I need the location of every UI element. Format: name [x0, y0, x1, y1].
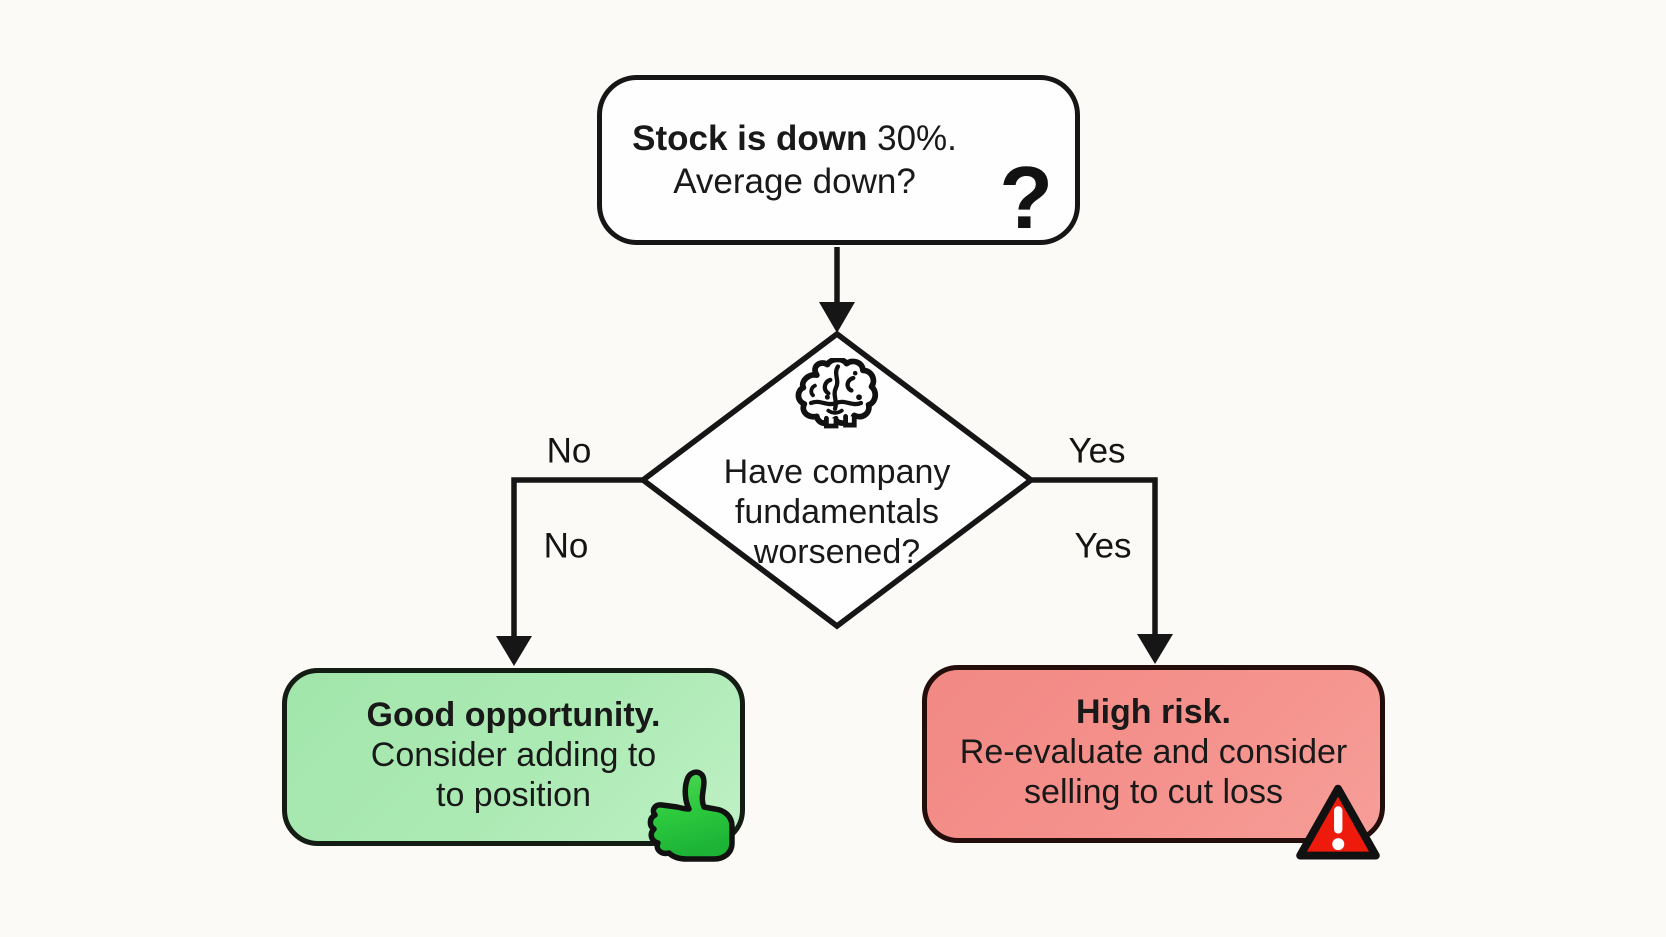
- label-yes-lower: Yes: [1074, 526, 1132, 566]
- question-mark-icon: ?: [999, 148, 1053, 247]
- start-node-line1-bold: Stock is down: [632, 119, 868, 158]
- high-risk-node: High risk. Re-evaluate and consider sell…: [922, 665, 1385, 843]
- start-node: Stock is down 30%. Average down? ?: [597, 75, 1080, 245]
- good-node-line2: Consider adding to: [370, 736, 657, 774]
- decision-line1: Have company: [723, 453, 951, 491]
- risk-node-title: High risk.: [1076, 693, 1231, 731]
- decision-line3: worsened?: [753, 533, 921, 571]
- good-node-line3: to position: [436, 776, 591, 814]
- label-yes-upper: Yes: [1068, 431, 1126, 471]
- decision-line2: fundamentals: [734, 493, 940, 531]
- arrow-yes-branch: [1031, 477, 1173, 664]
- risk-node-line3: selling to cut loss: [1024, 773, 1283, 811]
- good-node-title: Good opportunity.: [366, 696, 661, 734]
- label-no-upper: No: [546, 431, 592, 471]
- arrowhead-icon: [496, 636, 532, 666]
- arrowhead-icon: [1137, 634, 1173, 664]
- decision-diamond-shape: [638, 330, 1036, 630]
- thumbs-up-icon: [647, 769, 735, 862]
- arrow-start-to-decision: [819, 247, 855, 333]
- start-node-line1-rest: 30%.: [867, 119, 957, 158]
- start-node-line1: Stock is down 30%.: [602, 117, 987, 160]
- arrowhead-icon: [819, 302, 855, 333]
- arrow-no-branch: [496, 477, 643, 666]
- decision-node-label: Have company fundamentals worsened?: [687, 452, 987, 572]
- brain-icon: [795, 358, 879, 429]
- label-no-lower: No: [543, 526, 589, 566]
- start-node-line2: Average down?: [673, 162, 916, 201]
- warning-triangle-icon: [1296, 784, 1380, 860]
- risk-node-line2: Re-evaluate and consider: [959, 733, 1348, 771]
